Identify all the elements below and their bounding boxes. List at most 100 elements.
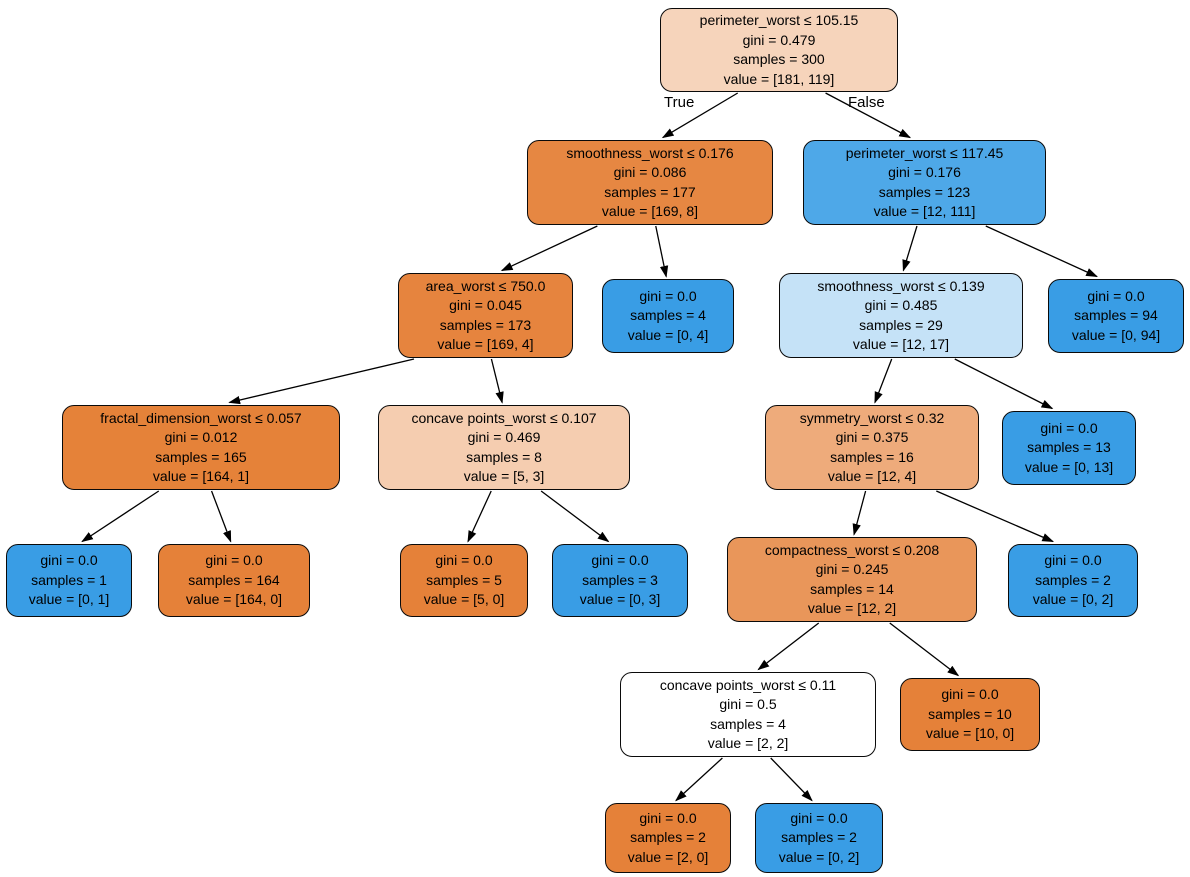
tree-edge-5-10 [954, 358, 1054, 410]
node-value: value = [169, 8] [601, 203, 699, 219]
node-gini: gini = 0.0 [941, 686, 999, 703]
tree-edge-1-4 [655, 225, 669, 278]
node-value: value = [5, 0] [423, 591, 505, 608]
node-condition: perimeter_worst ≤ 105.15 [699, 12, 859, 28]
node-gini: gini = 0.469 [467, 429, 541, 445]
node-condition: concave points_worst ≤ 0.11 [659, 676, 837, 693]
node-samples: samples = 123 [878, 183, 971, 200]
node-value: value = [0, 13] [1024, 458, 1114, 475]
node-gini: gini = 0.375 [835, 429, 909, 445]
node-condition: concave points_worst ≤ 0.107 [411, 409, 597, 426]
node-samples: samples = 165 [155, 448, 247, 465]
tree-edge-0-1 [661, 92, 739, 139]
node-gini: gini = 0.045 [449, 297, 522, 313]
node-value: value = [12, 111] [873, 203, 976, 219]
node-samples: samples = 29 [859, 316, 943, 333]
node-samples: samples = 173 [439, 316, 532, 333]
tree-edge-5-9 [874, 358, 893, 404]
node-samples: samples = 3 [582, 571, 658, 588]
node-value: value = [0, 2] [1032, 591, 1114, 608]
node-gini: gini = 0.0 [1087, 287, 1145, 304]
node-value: value = [12, 2] [807, 600, 897, 616]
tree-edge-9-15 [852, 490, 867, 536]
tree-edge-15-17 [757, 622, 820, 671]
node-samples: samples = 2 [630, 829, 706, 846]
node-condition: fractal_dimension_worst ≤ 0.057 [100, 409, 302, 426]
tree-node-leaf-18: gini = 0.0 samples = 10 value = [10, 0] [900, 678, 1040, 751]
node-value: value = [181, 119] [723, 70, 835, 87]
node-samples: samples = 10 [928, 705, 1012, 722]
tree-node-leaf-4: gini = 0.0 samples = 4 value = [0, 4] [602, 279, 734, 353]
node-gini: gini = 0.012 [164, 429, 238, 445]
node-gini: gini = 0.086 [613, 164, 687, 180]
node-samples: samples = 8 [466, 448, 542, 465]
node-samples: samples = 4 [630, 307, 706, 324]
tree-node-leaf-14: gini = 0.0 samples = 3 value = [0, 3] [552, 544, 688, 617]
tree-edge-7-12 [210, 490, 232, 543]
tree-node-split-7: fractal_dimension_worst ≤ 0.057 gini = 0.… [62, 405, 340, 490]
node-condition: area_worst ≤ 750.0 [425, 277, 546, 294]
node-samples: samples = 164 [188, 571, 280, 588]
node-value: value = [2, 2] [707, 735, 789, 751]
tree-edge-7-11 [81, 490, 160, 543]
node-value: value = [164, 0] [185, 591, 283, 608]
tree-edge-3-8 [490, 358, 504, 404]
edge-label-false: False [848, 94, 885, 111]
tree-edge-1-3 [500, 225, 598, 272]
node-value: value = [0, 2] [778, 848, 860, 865]
node-samples: samples = 2 [1035, 571, 1111, 588]
node-value: value = [0, 1] [28, 591, 110, 608]
tree-edge-0-2 [825, 92, 912, 139]
node-gini: gini = 0.0 [435, 552, 493, 569]
node-value: value = [5, 3] [463, 468, 545, 484]
node-value: value = [169, 4] [437, 336, 534, 352]
tree-edge-8-13 [467, 490, 492, 543]
node-value: value = [0, 4] [627, 326, 709, 343]
node-samples: samples = 2 [781, 829, 857, 846]
tree-node-leaf-16: gini = 0.0 samples = 2 value = [0, 2] [1008, 544, 1138, 617]
node-condition: symmetry_worst ≤ 0.32 [799, 409, 945, 426]
node-gini: gini = 0.0 [205, 552, 263, 569]
node-samples: samples = 14 [810, 580, 894, 597]
node-gini: gini = 0.5 [719, 696, 777, 712]
tree-node-split-3: area_worst ≤ 750.0 gini = 0.045 samples = … [398, 273, 573, 358]
tree-node-leaf-12: gini = 0.0 samples = 164 value = [164, 0] [158, 544, 310, 617]
edge-label-true: True [664, 94, 695, 111]
tree-node-split-8: concave points_worst ≤ 0.107 gini = 0.469… [378, 405, 630, 490]
tree-node-split-17: concave points_worst ≤ 0.11 gini = 0.5 sam… [620, 672, 876, 757]
node-gini: gini = 0.0 [40, 552, 98, 569]
node-condition: compactness_worst ≤ 0.208 [764, 541, 940, 558]
node-gini: gini = 0.245 [815, 561, 889, 577]
node-gini: gini = 0.0 [1044, 552, 1102, 569]
tree-edge-8-14 [540, 490, 610, 543]
tree-edge-17-19 [675, 757, 723, 802]
node-samples: samples = 94 [1074, 307, 1158, 324]
tree-node-leaf-10: gini = 0.0 samples = 13 value = [0, 13] [1002, 411, 1136, 485]
tree-edge-15-18 [889, 622, 960, 677]
tree-node-split-2: perimeter_worst ≤ 117.45 gini = 0.176 samp… [803, 140, 1046, 225]
node-gini: gini = 0.0 [790, 809, 848, 826]
node-samples: samples = 4 [710, 715, 786, 732]
node-gini: gini = 0.485 [864, 297, 938, 313]
node-samples: samples = 300 [733, 51, 825, 67]
node-gini: gini = 0.0 [639, 287, 697, 304]
node-value: value = [10, 0] [925, 725, 1015, 742]
node-gini: gini = 0.176 [888, 164, 961, 180]
tree-edge-2-5 [902, 225, 918, 272]
node-samples: samples = 13 [1027, 439, 1111, 456]
node-value: value = [0, 94] [1071, 326, 1161, 343]
node-gini: gini = 0.0 [591, 552, 649, 569]
node-gini: gini = 0.0 [1040, 419, 1098, 436]
node-condition: perimeter_worst ≤ 117.45 [845, 144, 1004, 161]
node-value: value = [0, 3] [579, 591, 661, 608]
tree-node-leaf-6: gini = 0.0 samples = 94 value = [0, 94] [1048, 279, 1184, 353]
tree-edge-3-7 [228, 358, 415, 405]
